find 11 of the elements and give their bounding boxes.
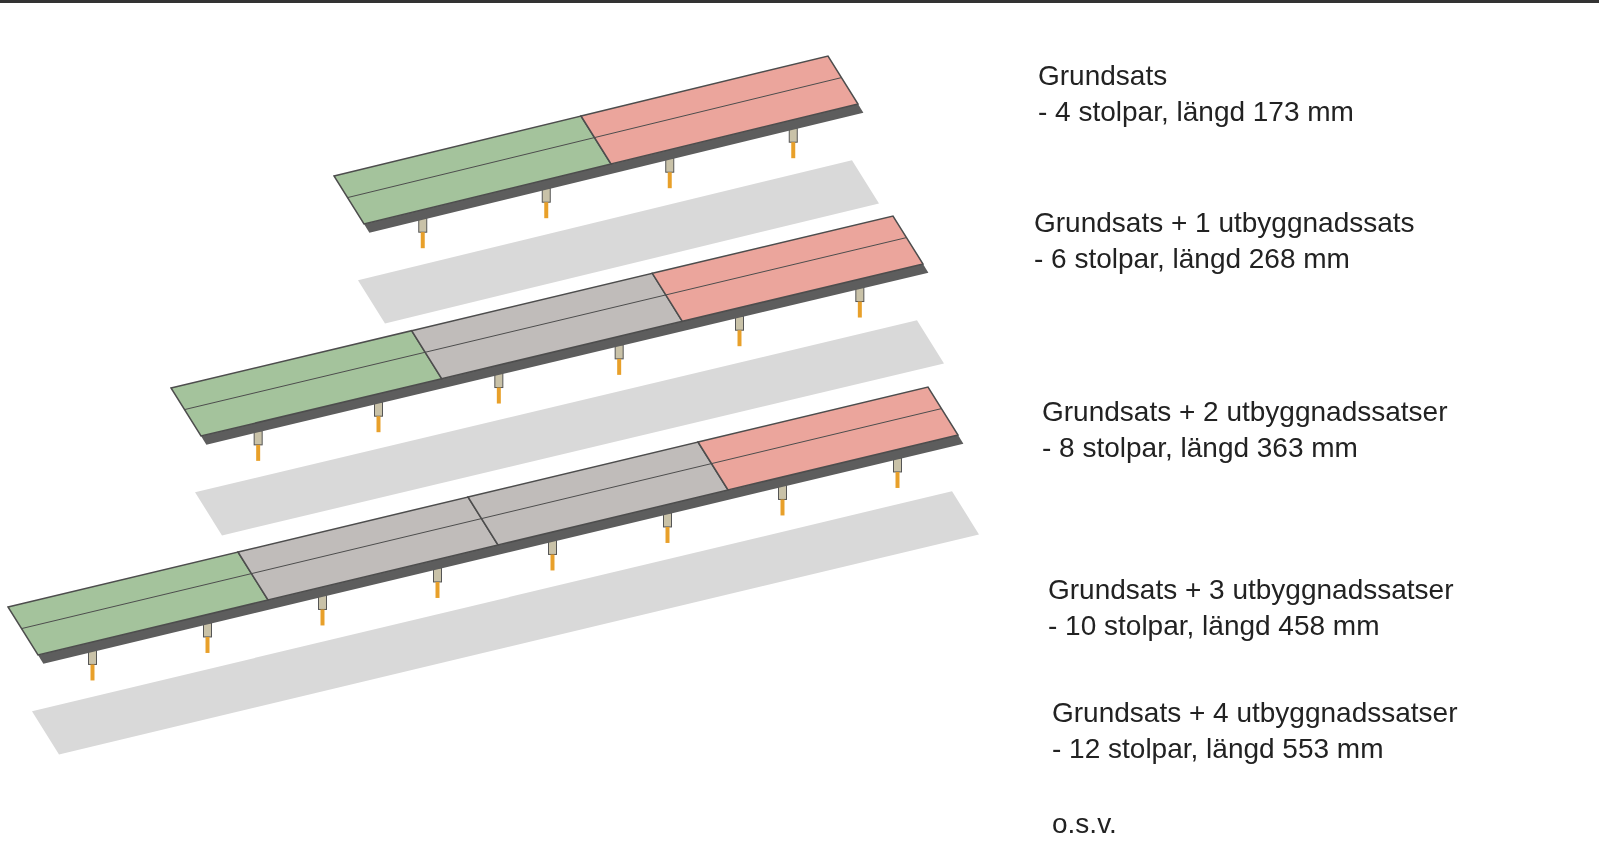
caption-text: - 10 stolpar, längd 458 mm	[1048, 610, 1380, 642]
caption-text: Grundsats + 1 utbyggnadssats	[1034, 207, 1415, 239]
caption-text: - 6 stolpar, längd 268 mm	[1034, 243, 1350, 275]
caption-text: Grundsats + 3 utbyggnadssatser	[1048, 574, 1454, 606]
caption-text: o.s.v.	[1052, 808, 1117, 840]
caption-text: Grundsats	[1038, 60, 1168, 92]
caption-text: - 12 stolpar, längd 553 mm	[1052, 733, 1384, 765]
caption-text: Grundsats + 4 utbyggnadssatser	[1052, 697, 1458, 729]
caption-text: - 4 stolpar, längd 173 mm	[1038, 96, 1354, 128]
caption-text: Grundsats + 2 utbyggnadssatser	[1042, 396, 1448, 428]
caption-text: - 8 stolpar, längd 363 mm	[1042, 432, 1358, 464]
